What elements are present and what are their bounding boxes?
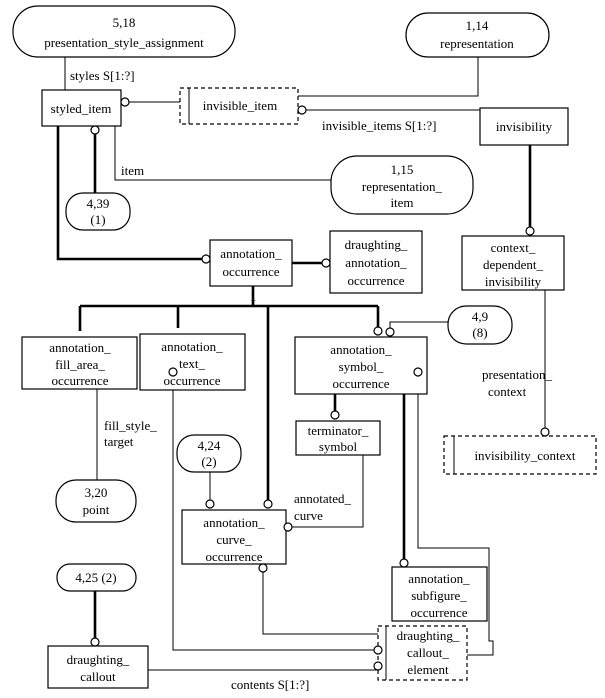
entity-terminator-symbol: terminator_ symbol bbox=[295, 420, 381, 456]
oneof-count-label: 1 bbox=[250, 289, 257, 304]
ref-4-9: 4,9 (8) bbox=[447, 305, 513, 345]
presentation-context-label-1: presentation_ bbox=[482, 367, 553, 382]
ref-point: 3,20 point bbox=[55, 479, 137, 523]
svg-text:annotation_: annotation_ bbox=[220, 246, 282, 261]
svg-text:representation: representation bbox=[440, 36, 514, 51]
symbol-to-callout-element-line bbox=[417, 368, 494, 656]
svg-text:occurrence: occurrence bbox=[410, 605, 467, 620]
svg-text:draughting_: draughting_ bbox=[67, 652, 130, 667]
svg-text:element: element bbox=[407, 662, 449, 677]
entity-invisibility-context: invisibility_context bbox=[443, 435, 597, 475]
svg-text:annotation_: annotation_ bbox=[161, 339, 223, 354]
text-to-callout-element-line bbox=[172, 368, 378, 651]
annotated-curve-line bbox=[291, 455, 364, 528]
svg-text:annotation_: annotation_ bbox=[345, 255, 407, 270]
ref-4-39: 4,39 (1) bbox=[65, 192, 131, 231]
svg-text:dependent_: dependent_ bbox=[483, 257, 543, 272]
svg-text:occurrence: occurrence bbox=[205, 549, 262, 564]
svg-text:annotation_: annotation_ bbox=[330, 342, 392, 357]
svg-text:subfigure_: subfigure_ bbox=[411, 588, 467, 603]
ref-entity-name: presentation_style_assignment bbox=[44, 35, 204, 50]
svg-text:symbol_: symbol_ bbox=[339, 359, 384, 374]
svg-text:fill_area_: fill_area_ bbox=[55, 357, 105, 372]
svg-text:symbol: symbol bbox=[319, 439, 358, 454]
ref-4-25: 4,25 (2) bbox=[56, 563, 137, 592]
relationship-circles bbox=[90, 97, 550, 671]
annotated-curve-label-2: curve bbox=[294, 508, 323, 523]
svg-text:point: point bbox=[83, 502, 110, 517]
entity-annotation-text-occurrence: annotation_ text_ occurrence bbox=[139, 333, 246, 391]
fill-style-target-label-2: target bbox=[104, 434, 134, 449]
svg-text:invisibility: invisibility bbox=[496, 119, 553, 134]
svg-text:4,39: 4,39 bbox=[87, 196, 110, 211]
svg-text:occurrence: occurrence bbox=[163, 373, 220, 388]
svg-text:annotation_: annotation_ bbox=[49, 340, 111, 355]
svg-text:representation_: representation_ bbox=[362, 179, 443, 194]
svg-text:occurrence: occurrence bbox=[347, 273, 404, 288]
svg-text:annotation_: annotation_ bbox=[203, 515, 265, 530]
svg-text:text_: text_ bbox=[179, 356, 205, 371]
svg-text:occurrence: occurrence bbox=[222, 264, 279, 279]
svg-text:occurrence: occurrence bbox=[51, 373, 108, 388]
annotated-curve-label-1: annotated_ bbox=[294, 491, 352, 506]
presentation-context-label-2: context bbox=[488, 384, 527, 399]
svg-text:item: item bbox=[390, 195, 413, 210]
svg-text:callout_: callout_ bbox=[407, 645, 449, 660]
ref-presentation-style-assignment: 5,18 presentation_style_assignment bbox=[12, 5, 236, 58]
entity-annotation-fill-area-occurrence: annotation_ fill_area_ occurrence bbox=[21, 336, 138, 390]
entity-draughting-callout-element: draughting_ callout_ element bbox=[377, 625, 468, 681]
representation-line bbox=[298, 57, 479, 97]
svg-text:styled_item: styled_item bbox=[51, 101, 112, 116]
svg-text:(1): (1) bbox=[90, 212, 105, 227]
entity-annotation-subfigure-occurrence: annotation_ subfigure_ occurrence bbox=[391, 566, 488, 622]
entity-styled-item: styled_item bbox=[41, 89, 122, 127]
svg-text:3,20: 3,20 bbox=[85, 485, 108, 500]
svg-text:(8): (8) bbox=[472, 325, 487, 340]
invisible-items-label: invisible_items S[1:?] bbox=[322, 118, 436, 133]
item-label: item bbox=[121, 163, 144, 178]
curve-to-callout-element-line bbox=[262, 568, 378, 635]
entity-annotation-occurrence: annotation_ occurrence bbox=[209, 239, 293, 287]
svg-text:(2): (2) bbox=[201, 454, 216, 469]
svg-text:invisibility: invisibility bbox=[485, 274, 542, 289]
entity-draughting-annotation-occurrence: draughting_ annotation_ occurrence bbox=[329, 230, 423, 294]
ref-representation: 1,14 representation bbox=[405, 12, 550, 58]
entity-annotation-curve-occurrence: annotation_ curve_ occurrence bbox=[181, 509, 287, 565]
svg-text:draughting_: draughting_ bbox=[397, 628, 460, 643]
entity-draughting-callout: draughting_ callout bbox=[47, 645, 149, 689]
item-line bbox=[114, 126, 331, 181]
svg-text:1,14: 1,14 bbox=[466, 18, 489, 33]
styles-label: styles S[1:?] bbox=[70, 68, 135, 83]
ref-page-number: 5,18 bbox=[113, 15, 136, 30]
svg-text:occurrence: occurrence bbox=[332, 376, 389, 391]
entity-annotation-symbol-occurrence: annotation_ symbol_ occurrence bbox=[294, 336, 428, 395]
svg-text:invisibility_context: invisibility_context bbox=[474, 448, 575, 463]
svg-text:1,15: 1,15 bbox=[391, 162, 414, 177]
svg-text:4,24: 4,24 bbox=[198, 438, 221, 453]
ref-4-24: 4,24 (2) bbox=[176, 434, 242, 473]
svg-text:4,25 (2): 4,25 (2) bbox=[75, 570, 116, 585]
svg-text:annotation_: annotation_ bbox=[408, 571, 470, 586]
svg-text:invisible_item: invisible_item bbox=[203, 98, 277, 113]
svg-text:context_: context_ bbox=[491, 240, 536, 255]
svg-text:terminator_: terminator_ bbox=[308, 423, 369, 438]
ref-49-line bbox=[389, 321, 448, 331]
svg-text:callout: callout bbox=[80, 669, 116, 684]
fill-style-target-label-1: fill_style_ bbox=[104, 418, 157, 433]
entity-invisibility: invisibility bbox=[479, 107, 569, 146]
svg-text:4,9: 4,9 bbox=[472, 309, 488, 324]
styled-item-subtype-line bbox=[56, 126, 204, 261]
svg-text:draughting_: draughting_ bbox=[345, 237, 408, 252]
entity-context-dependent-invisibility: context_ dependent_ invisibility bbox=[461, 235, 565, 291]
contents-label: contents S[1:?] bbox=[231, 677, 309, 692]
svg-text:curve_: curve_ bbox=[216, 532, 252, 547]
entity-invisible-item: invisible_item bbox=[179, 87, 299, 125]
ref-representation-item: 1,15 representation_ item bbox=[330, 155, 474, 215]
